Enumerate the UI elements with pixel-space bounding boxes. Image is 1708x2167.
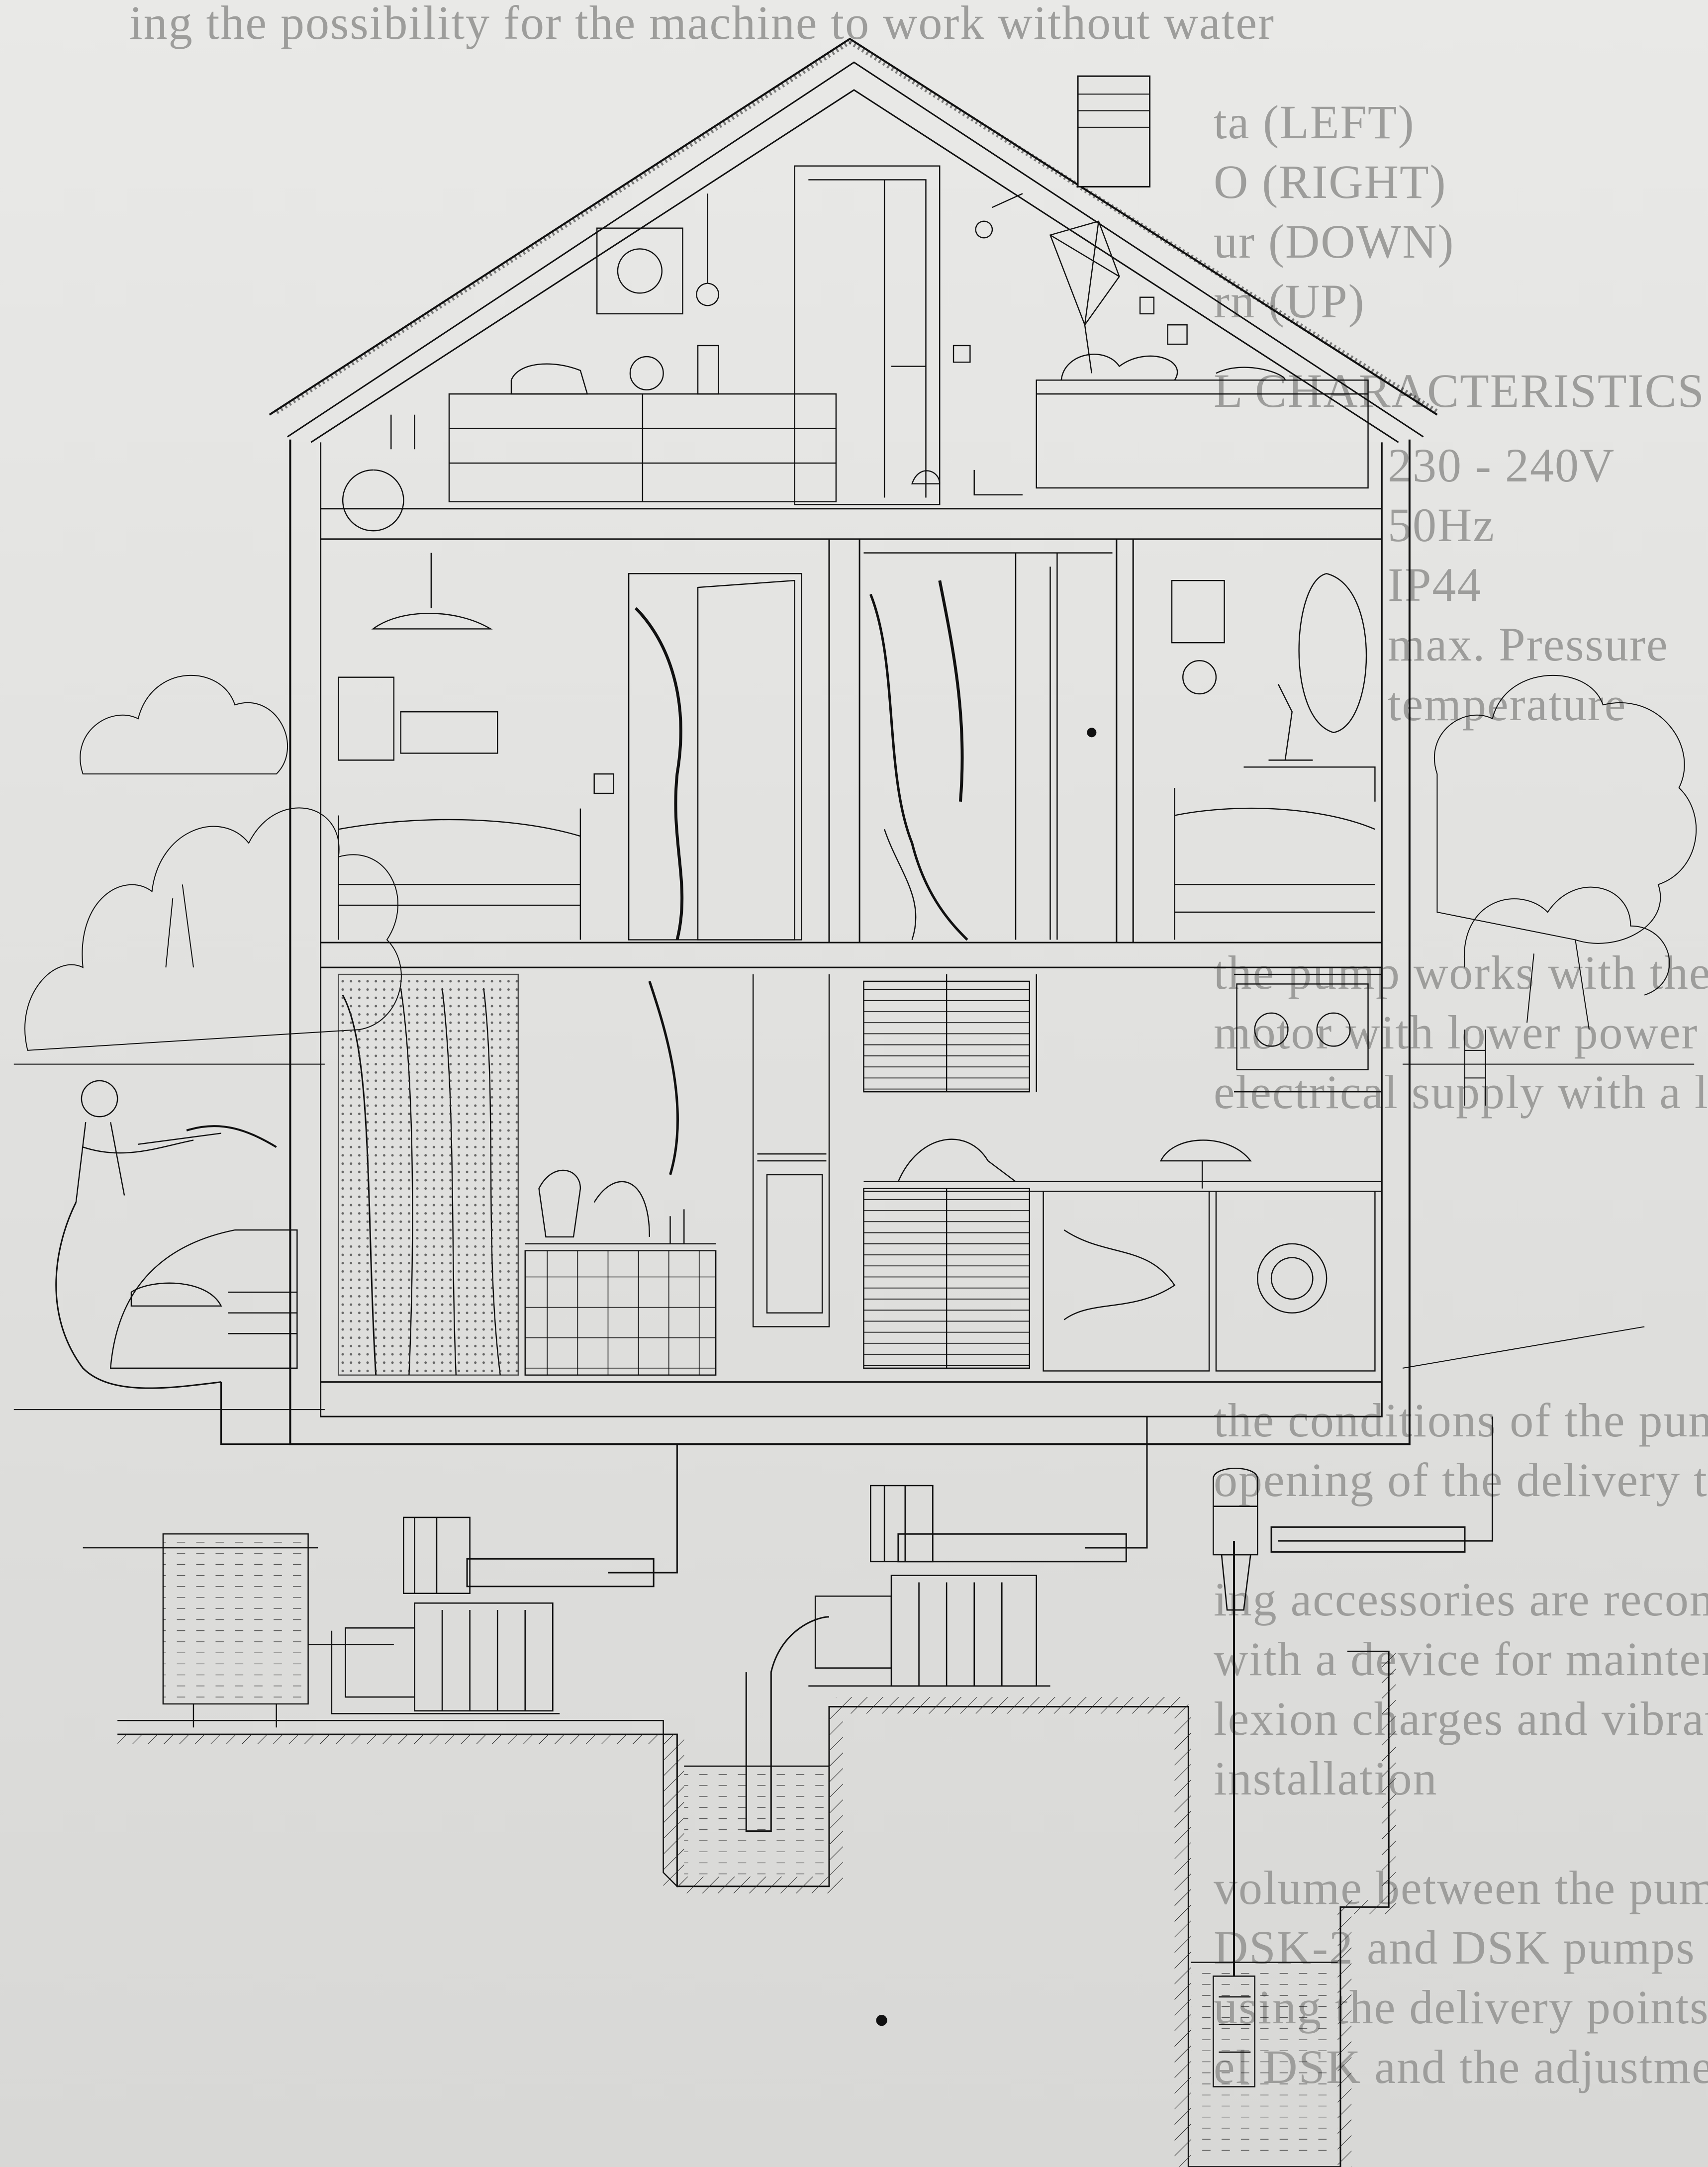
piping bbox=[221, 1382, 1493, 1977]
pump-icon bbox=[808, 1486, 1050, 1686]
dot-mark bbox=[876, 2015, 887, 2026]
tank-icon bbox=[83, 1534, 394, 1727]
landscape-lines bbox=[14, 1030, 1694, 1410]
living-room bbox=[339, 974, 829, 1375]
tree-icon bbox=[25, 675, 1696, 1050]
wardrobe-room bbox=[863, 553, 1112, 940]
kitchen bbox=[863, 974, 1382, 1371]
pump-icon bbox=[332, 1517, 560, 1714]
ground-section bbox=[117, 1651, 1396, 2167]
car-icon bbox=[110, 1230, 297, 1368]
bedroom-left bbox=[339, 553, 802, 940]
attic-room bbox=[343, 166, 1368, 531]
person-icon bbox=[56, 1081, 277, 1388]
bedroom-right bbox=[1172, 573, 1375, 940]
